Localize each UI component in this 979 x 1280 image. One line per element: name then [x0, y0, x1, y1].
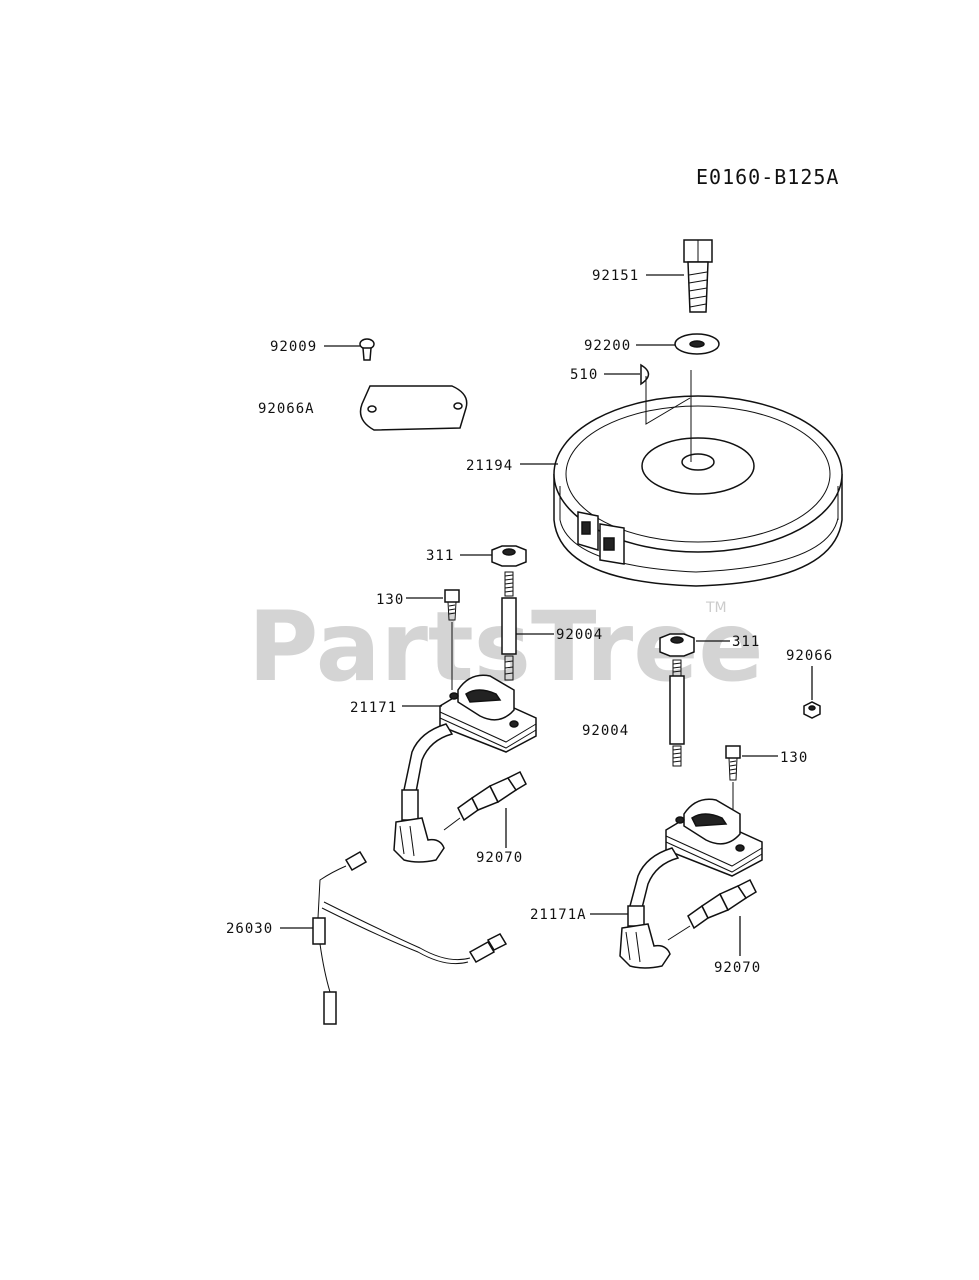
part-92004-stud-mid[interactable] — [669, 659, 685, 767]
label-130-right[interactable]: 130 — [780, 750, 808, 766]
part-92066A-plate[interactable] — [359, 385, 468, 431]
part-92070-spark-plug-right[interactable] — [667, 878, 757, 941]
label-21171[interactable]: 21171 — [350, 700, 397, 716]
label-510[interactable]: 510 — [570, 367, 598, 383]
label-92066A[interactable]: 92066A — [258, 401, 315, 417]
label-92009[interactable]: 92009 — [270, 339, 317, 355]
label-311-right[interactable]: 311 — [732, 634, 760, 650]
part-92009-screw[interactable] — [359, 338, 375, 361]
label-92070-left[interactable]: 92070 — [476, 850, 523, 866]
part-26030-wire-harness[interactable] — [312, 850, 508, 1025]
part-21171-ignition-coil[interactable] — [393, 674, 537, 863]
part-92151-bolt[interactable] — [683, 239, 713, 313]
label-92004-mid[interactable]: 92004 — [582, 723, 629, 739]
part-510-key[interactable] — [640, 363, 650, 386]
label-21171A[interactable]: 21171A — [530, 907, 587, 923]
part-21171A-ignition-coil[interactable] — [619, 798, 763, 969]
part-130-bolt-left[interactable] — [444, 589, 460, 621]
label-92151[interactable]: 92151 — [592, 268, 639, 284]
part-21194-flywheel[interactable] — [553, 370, 843, 587]
label-92070-right[interactable]: 92070 — [714, 960, 761, 976]
trademark: TM — [705, 600, 727, 616]
diagram-code: E0160-B125A — [696, 165, 839, 189]
label-92200[interactable]: 92200 — [584, 338, 631, 354]
part-311-nut-top[interactable] — [491, 545, 527, 567]
label-21194[interactable]: 21194 — [466, 458, 513, 474]
label-26030[interactable]: 26030 — [226, 921, 273, 937]
label-311-top[interactable]: 311 — [426, 548, 454, 564]
part-92066-nut[interactable] — [803, 701, 821, 719]
part-311-nut-right[interactable] — [659, 633, 695, 657]
part-92200-washer[interactable] — [674, 333, 720, 355]
part-130-bolt-right[interactable] — [725, 745, 741, 781]
part-92070-spark-plug-left[interactable] — [443, 770, 527, 831]
label-92004-top[interactable]: 92004 — [556, 627, 603, 643]
part-92004-stud-top[interactable] — [501, 571, 517, 681]
label-92066[interactable]: 92066 — [786, 648, 833, 664]
label-130-left[interactable]: 130 — [376, 592, 404, 608]
